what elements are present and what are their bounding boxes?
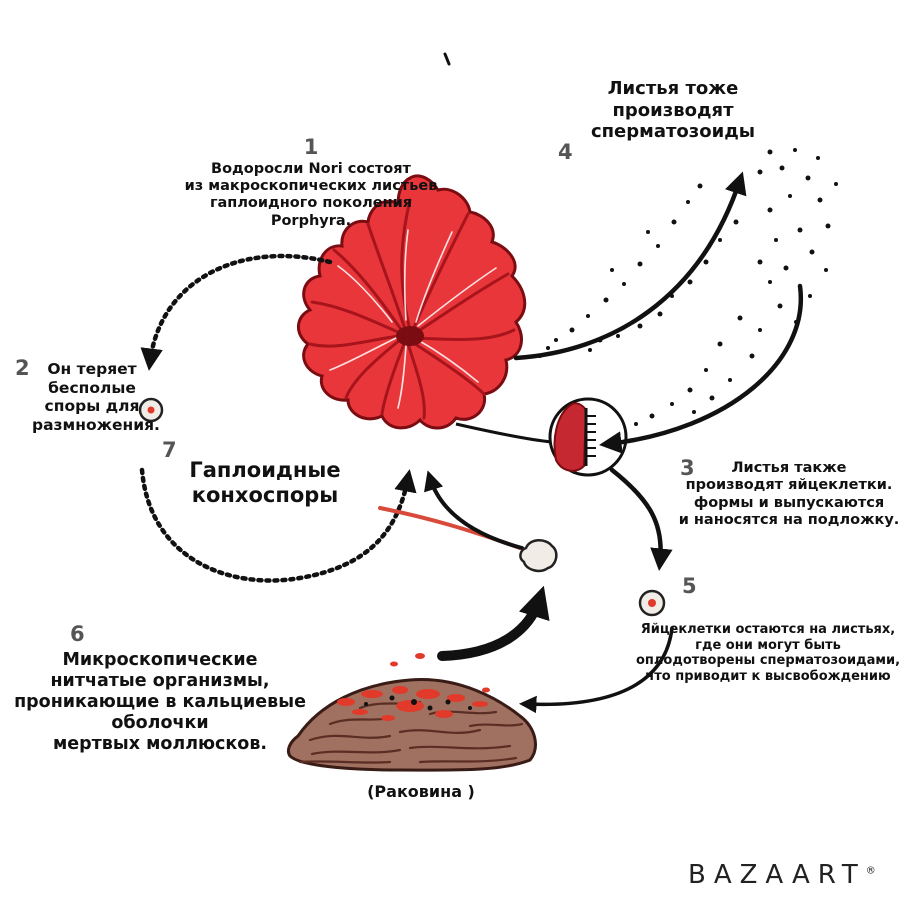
step-1-number: 1 [303,135,319,160]
asexual-spore [138,397,164,423]
stray-mark [443,52,451,66]
shell-label: (Раковина ) [367,782,475,801]
arrow-sperm-to-egg-structure [599,283,804,454]
brand-logo: BAZAART® [688,860,898,894]
arrow-frond-to-asexual-spore [140,253,333,371]
step-5-text: Яйцеклетки остаются на листьях, где они … [635,622,901,684]
arrow-zygote-to-shell [519,626,674,714]
step-3-text: Листья также производят яйцеклетки. форм… [678,460,900,529]
step-2-text: Он теряет бесполые споры для размножения… [32,360,160,434]
step-6-number: 6 [70,622,85,646]
step-6-text: Микроскопические нитчатые организмы, про… [14,650,306,754]
step-4-text: Листья тоже производят сперматозоиды [590,78,756,143]
step-4-number: 4 [558,140,573,164]
step-5-number: 5 [682,574,697,598]
arrow-frond-to-sperm-release [513,171,747,361]
brand-registered-mark: ® [865,865,876,877]
shell [286,653,537,772]
step-1-label: 1 Водоросли Nori состоят из макроскопиче… [176,118,446,230]
arrow-egg-to-zygote [609,467,673,571]
egg-bearing-structure [455,397,628,477]
zygote [638,589,666,617]
brand-name: BAZAART [688,860,866,890]
step-7-text: Гаплоидные конхоспоры [189,458,341,508]
arrow-shell-to-conchospore [437,585,550,661]
step-1-text: Водоросли Nori состоят из макроскопическ… [184,160,438,229]
sperm-cloud [538,148,838,426]
step-7-number: 7 [162,438,177,462]
step-3-number: 3 [680,456,695,480]
arrow-conchospore-to-frond [424,470,524,550]
nori-frond [297,174,527,430]
step-2-number: 2 [15,356,30,380]
arrow-conchospore-loop [139,467,417,583]
conchospore [519,539,558,573]
